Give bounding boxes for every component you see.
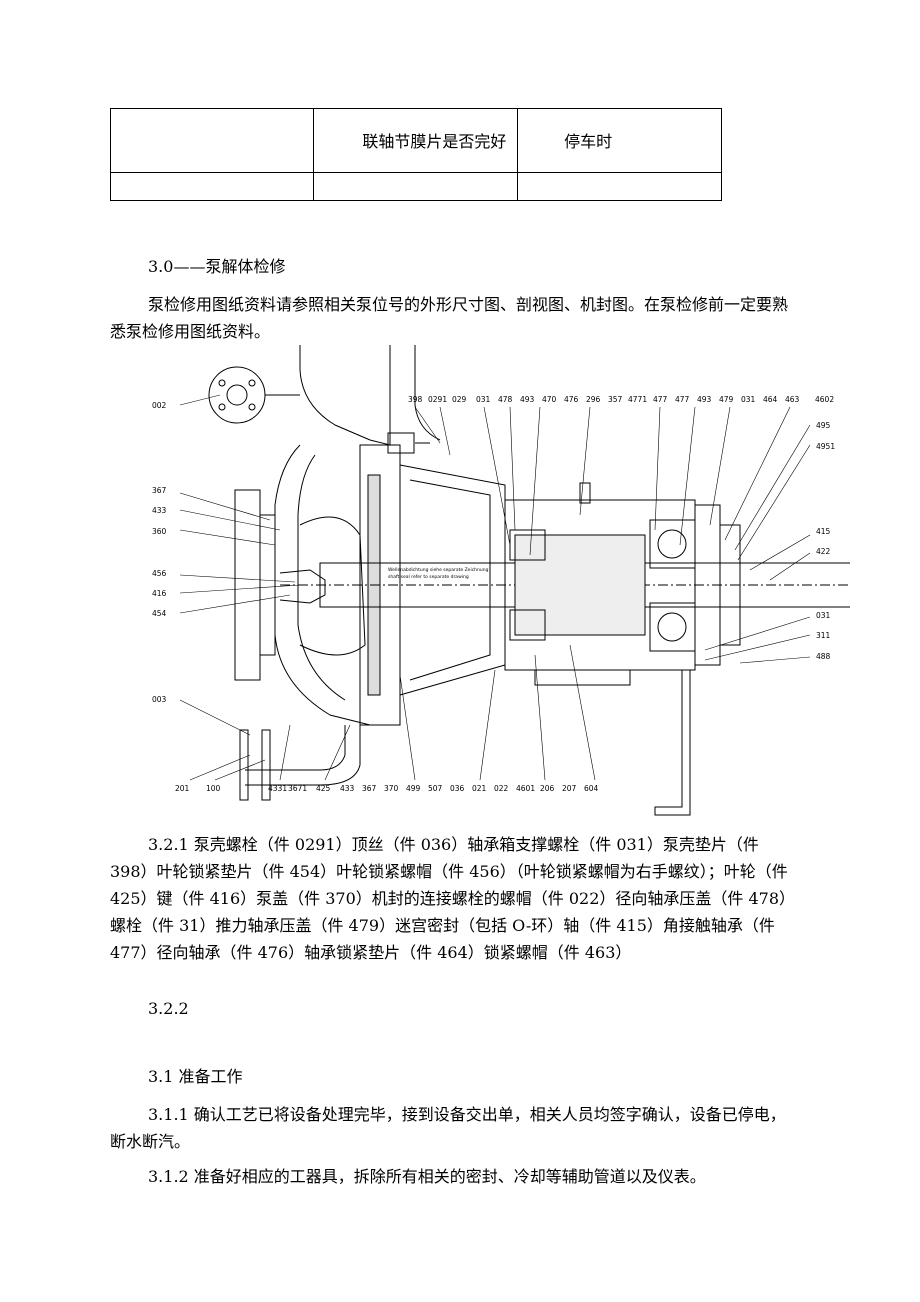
part-label: 357 — [608, 395, 623, 404]
pump-cross-section-drawing: Wellenabdichtung siehe separate Zeichnun… — [152, 345, 850, 816]
section-heading-3-1: 3.1 准备工作 — [148, 1067, 243, 1086]
table-cell: 联轴节膜片是否完好 — [313, 108, 519, 173]
part-label: 207 — [562, 784, 577, 793]
part-label: 415 — [816, 527, 831, 536]
part-label: 367 — [362, 784, 377, 793]
part-label: 425 — [316, 784, 331, 793]
left-label-group: 002 367 433 360 456 416 454 003 — [152, 401, 167, 704]
right-label-group: 495 4951 415 422 031 311 488 — [816, 421, 835, 661]
part-label: 464 — [763, 395, 778, 404]
part-label: 456 — [152, 569, 167, 578]
section-3-1-2-paragraph: 3.1.2 准备好相应的工器具，拆除所有相关的密封、冷却等辅助管道以及仪表。 — [148, 1167, 706, 1186]
part-label: 470 — [542, 395, 557, 404]
part-label: 296 — [586, 395, 601, 404]
part-label: 206 — [540, 784, 555, 793]
part-label: 398 — [408, 395, 423, 404]
part-label: 4601 — [516, 784, 535, 793]
part-label: 422 — [816, 547, 831, 556]
part-label: 463 — [785, 395, 800, 404]
part-label: 4602 — [815, 395, 834, 404]
table-cell — [313, 172, 519, 201]
inspection-table: 联轴节膜片是否完好 停车时 — [109, 108, 722, 201]
bottom-label-group: 201 100 4331 3671 425 433 367 370 499 50… — [175, 784, 599, 793]
part-label: 360 — [152, 527, 167, 536]
part-label: 4951 — [816, 442, 835, 451]
pump-outline — [208, 345, 850, 816]
part-label: 454 — [152, 609, 167, 618]
table-cell: 停车时 — [517, 108, 722, 173]
table-row: 联轴节膜片是否完好 停车时 — [109, 108, 722, 173]
part-label: 433 — [340, 784, 355, 793]
part-label: 021 — [472, 784, 487, 793]
part-label: 493 — [697, 395, 712, 404]
part-label: 4331 — [268, 784, 287, 793]
part-label: 367 — [152, 486, 167, 495]
part-label: 493 — [520, 395, 535, 404]
part-label: 488 — [816, 652, 831, 661]
part-label: 370 — [384, 784, 399, 793]
part-label: 507 — [428, 784, 443, 793]
part-label: 002 — [152, 401, 167, 410]
seal-note-line-2: shaft seal refer to separate drawing — [388, 574, 469, 580]
part-label: 100 — [206, 784, 221, 793]
section-3-1-1-paragraph: 3.1.1 确认工艺已将设备处理完毕，接到设备交出单，相关人员均签字确认，设备已… — [110, 1105, 786, 1151]
section-3-0-paragraph: 泵检修用图纸资料请参照相关泵位号的外形尺寸图、剖视图、机封图。在泵检修前一定要熟… — [110, 295, 789, 341]
part-label: 022 — [494, 784, 509, 793]
part-label: 499 — [406, 784, 421, 793]
part-label: 477 — [675, 395, 690, 404]
table-cell — [517, 172, 722, 201]
part-label: 416 — [152, 589, 167, 598]
part-label: 604 — [584, 784, 599, 793]
part-label: 003 — [152, 695, 167, 704]
table-row — [109, 172, 722, 201]
part-label: 031 — [741, 395, 756, 404]
part-label: 495 — [816, 421, 831, 430]
part-label: 433 — [152, 506, 167, 515]
part-label: 3671 — [288, 784, 307, 793]
section-heading-3-0: 3.0——泵解体检修 — [148, 257, 286, 276]
leader-lines — [179, 394, 811, 781]
part-label: 311 — [816, 631, 831, 640]
section-3-2-2-heading: 3.2.2 — [148, 999, 189, 1018]
part-label: 4771 — [628, 395, 647, 404]
part-label: 0291 — [428, 395, 447, 404]
part-label: 036 — [450, 784, 465, 793]
part-label: 479 — [719, 395, 734, 404]
part-label: 031 — [476, 395, 491, 404]
part-label: 201 — [175, 784, 190, 793]
section-3-2-1-paragraph: 3.2.1 泵壳螺栓（件 0291）顶丝（件 036）轴承箱支撑螺栓（件 031… — [110, 835, 796, 962]
part-label: 476 — [564, 395, 579, 404]
part-label: 477 — [653, 395, 668, 404]
table-cell — [109, 108, 315, 173]
seal-note-line-1: Wellenabdichtung siehe separate Zeichnun… — [388, 567, 489, 573]
top-label-group: 398 0291 029 031 478 493 470 476 296 357… — [408, 395, 834, 404]
part-label: 478 — [498, 395, 513, 404]
part-label: 031 — [816, 611, 831, 620]
table-cell — [109, 172, 315, 201]
part-label: 029 — [452, 395, 467, 404]
